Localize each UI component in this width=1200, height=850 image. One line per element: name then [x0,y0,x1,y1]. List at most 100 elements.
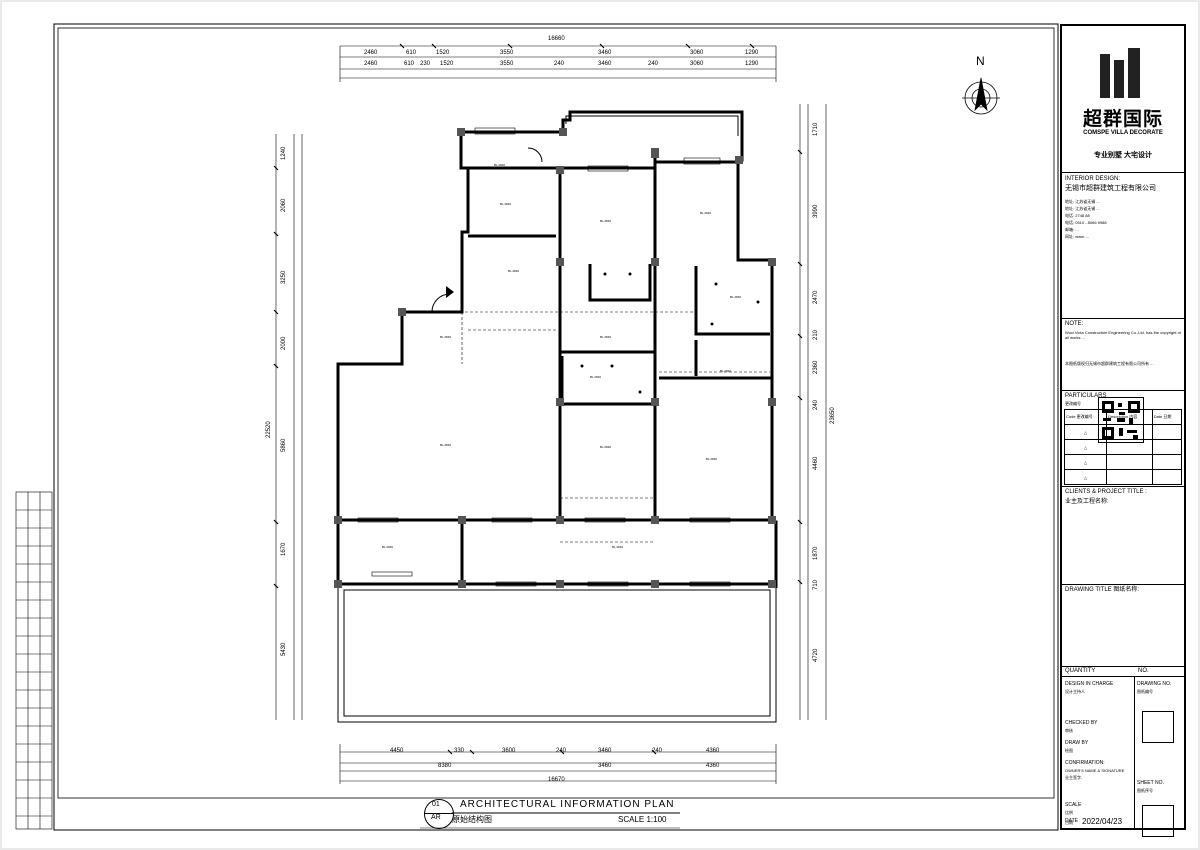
dim-left: 2000 [281,336,287,350]
svg-text:BL 2840: BL 2840 [600,219,611,223]
brand-slogan: 专业别墅 大宅设计 [1094,152,1152,159]
dim-top-row2: 1290 [745,61,759,67]
revision-triangle-icon: △ [1063,454,1108,470]
contact-line: 地址: 江苏省无锡 ... [1065,206,1100,211]
dim-bottom-row1: 4450 [390,748,404,754]
dim-right: 4720 [813,648,819,662]
dim-top-row1: 2460 [364,50,378,56]
svg-text:BL 2840: BL 2840 [600,445,611,449]
ref-number: 01 [432,801,440,808]
client-section: CLIENTS & PROJECT TITLE : 业主及工程名称: [1062,486,1184,584]
dim-top-row1: 3060 [690,50,704,56]
drawing-title-label: DRAWING TITLE 图纸名称: [1065,587,1140,593]
client-cn: 业主及工程名称: [1065,499,1109,505]
contact-line: 电话: 0510 - 8066 9988 [1065,220,1107,225]
dim-bottom-row2: 3460 [598,763,612,769]
dim-top-row1: 1290 [745,50,759,56]
dim-right: 1870 [813,546,819,560]
dim-right: 210 [813,329,819,340]
brand-cn: 超群国际 [1082,109,1163,130]
ref-sheet: AR [431,814,441,821]
dim-bottom-row2: 4360 [706,763,720,769]
dim-left: 1670 [281,542,287,556]
dim-top-total: 16660 [548,36,565,42]
dim-right: 710 [813,579,819,590]
brand-area: 超群国际 COMSPE VILLA DECORATE 专业别墅 大宅设计 [1062,26,1184,172]
dim-top-row1: 3460 [598,50,612,56]
north-label: N [976,54,985,68]
date-value: 2022/04/23 [1082,817,1123,826]
dim-bottom-row1: 240 [652,748,663,754]
drawing-no-box [1142,711,1174,743]
revision-triangle-icon: △ [1063,424,1108,440]
contact-line: 邮箱: ... [1065,227,1079,232]
brand-en: COMSPE VILLA DECORATE [1083,130,1163,136]
dim-right: 240 [813,399,819,410]
company-name: 无锡市超群建筑工程有限公司 [1065,185,1156,192]
contact-line: 地址: 江苏省无锡 ... [1065,199,1100,204]
dim-left: 5860 [281,438,287,452]
dim-bottom-row1: 4360 [706,748,720,754]
dim-top-row2: 3060 [690,61,704,67]
dim-top-row1: 1520 [436,50,450,56]
svg-text:BL 2840: BL 2840 [440,335,451,339]
dim-right-total: 23650 [830,407,836,424]
dim-top-row2: 240 [648,61,659,67]
dim-right: 3990 [813,204,819,218]
dim-left-total: 22520 [266,421,272,438]
dim-bottom-row1: 240 [556,748,567,754]
note-cn: 本图纸版权归无锡市超群建筑工程有限公司所有 ... [1065,361,1154,366]
revision-triangle-icon: △ [1063,439,1108,455]
dim-right: 4460 [813,456,819,470]
svg-text:BL 2840: BL 2840 [494,163,505,167]
dim-top-row1: 610 [406,50,417,56]
svg-text:BL 2840: BL 2840 [700,211,711,215]
dim-top-row1: 3550 [500,50,514,56]
title-block: 超群国际 COMSPE VILLA DECORATE 专业别墅 大宅设计 INT… [1060,24,1186,837]
dim-top-row2: 3550 [500,61,514,67]
dim-bottom-row1: 3460 [598,748,612,754]
dim-top-row2: 3460 [598,61,612,67]
quantity-label: QUANTITY [1065,668,1096,674]
particulars-cn: 更改编号 [1065,401,1081,406]
svg-text:BL 2840: BL 2840 [590,375,601,379]
dim-bottom-row1: 330 [454,748,465,754]
client-label: CLIENTS & PROJECT TITLE : [1065,489,1147,495]
svg-text:BL 2840: BL 2840 [600,335,611,339]
dim-bottom-row1: 3600 [502,748,516,754]
dim-right: 2470 [813,290,819,304]
dim-right: 2360 [813,360,819,374]
caption-title-cn: 原始结构图 [452,815,492,824]
svg-text:BL 2840: BL 2840 [612,545,623,549]
svg-text:BL 2840: BL 2840 [440,443,451,447]
date-cn: 日期 [1065,820,1073,825]
particulars-label: PARTICULARS [1065,393,1107,399]
dim-top-row2: 1520 [440,61,454,67]
dim-bottom-total: 16670 [548,777,565,783]
dim-top-row2: 2460 [364,61,378,67]
interior-design-section: INTERIOR DESIGN: 无锡市超群建筑工程有限公司 地址: 江苏省无锡… [1062,172,1184,443]
svg-text:BL 2840: BL 2840 [730,295,741,299]
company-logo-icon [1100,48,1140,98]
revision-triangle-icon: △ [1063,469,1108,485]
dim-left: 5430 [281,642,287,656]
plan-columns [334,128,776,588]
dim-bottom-row2: 8380 [438,763,452,769]
dim-top-row2: 240 [554,61,565,67]
dim-left: 2060 [281,198,287,212]
no-label: NO. [1138,668,1149,674]
ref-bubble [424,799,454,829]
quantity-row: QUANTITY NO. [1062,666,1184,676]
contact-line: 网址: www. ... [1065,234,1090,239]
note-section: NOTE: Wuxi Victa Construction Engineerin… [1062,318,1184,390]
north-arrow-icon [962,77,1000,115]
left-index-strip [15,491,53,830]
svg-text:BL 2840: BL 2840 [382,545,393,549]
note-en: Wuxi Victa Construction Engineering Co.,… [1065,330,1181,340]
svg-text:BL 2840: BL 2840 [706,457,717,461]
dim-left: 1240 [281,146,287,160]
